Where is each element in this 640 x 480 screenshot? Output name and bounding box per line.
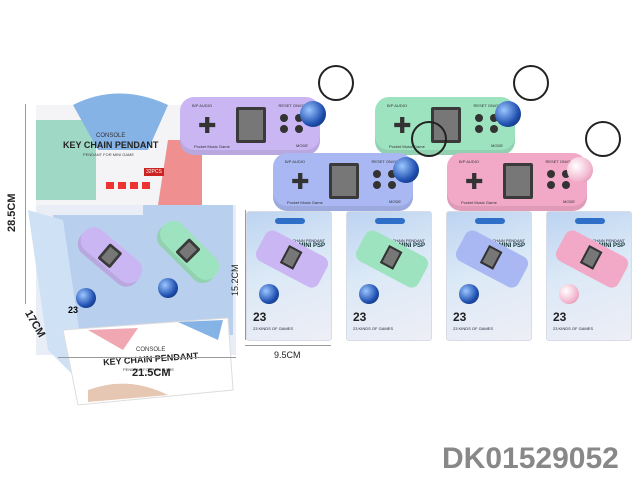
card-title: MINI PSP — [398, 243, 425, 249]
console-bottom-text: Pocket Music Game — [287, 200, 323, 205]
keyring-icon — [411, 121, 447, 157]
card-caption: 23 KINDS OF GAMES — [253, 326, 294, 331]
console-buttons — [373, 170, 399, 189]
console-top-text: B/P AUDIO — [285, 159, 305, 164]
console-keychain: B/P AUDIO ✚ Pocket Music Game RESET ON/O… — [180, 97, 320, 155]
console-side-text: RESET ON/OFF — [278, 103, 308, 108]
card-number: 23 — [453, 310, 467, 324]
card-number: 23 — [253, 310, 267, 324]
hang-tab — [375, 218, 405, 224]
console-keychain: B/P AUDIO ✚ Pocket Music Game RESET ON/O… — [447, 153, 587, 211]
console-mode-text: MODE — [389, 199, 401, 204]
dpad-icon: ✚ — [198, 113, 217, 138]
keychain-ball — [459, 284, 479, 304]
console-mode-text: MODE — [563, 199, 575, 204]
box-front-small: CONSOLE — [136, 347, 166, 353]
card-title: MINI PSP — [498, 243, 525, 249]
console-side-text: RESET ON/OFF — [545, 159, 575, 164]
card-title: MINI PSP — [598, 243, 625, 249]
box-title: KEY CHAIN PENDANT — [63, 140, 159, 150]
box-width-line — [58, 357, 236, 358]
display-box: CONSOLE KEY CHAIN PENDANT PENDANT FOR MI… — [28, 90, 238, 410]
hang-tab — [475, 218, 505, 224]
card-caption: 23 KINDS OF GAMES — [453, 326, 494, 331]
console-mode-text: MODE — [491, 143, 503, 148]
product-code: DK01529052 — [442, 442, 619, 475]
keychain-ball — [567, 157, 593, 183]
console-buttons — [280, 114, 306, 133]
console-bottom-text: Pocket Music Game — [461, 200, 497, 205]
card-number: 23 — [553, 310, 567, 324]
keyring-icon — [585, 121, 621, 157]
keyring-icon — [318, 65, 354, 101]
console-buttons — [547, 170, 573, 189]
box-subtitle: PENDANT FOR MINI GAME — [83, 152, 135, 157]
console-buttons — [475, 114, 501, 133]
card-title: MINI PSP — [298, 243, 325, 249]
console-side-text: RESET ON/OFF — [371, 159, 401, 164]
box-height-line — [25, 104, 26, 304]
dpad-icon: ✚ — [291, 169, 310, 194]
console-top-text: B/P AUDIO — [459, 159, 479, 164]
count-badge: 32PCS — [144, 168, 164, 176]
keychain-ball — [393, 157, 419, 183]
card-console — [453, 227, 531, 291]
box-front-subtitle: PENDANT FOR MINI GAME — [123, 367, 175, 372]
card-header: GAME KEY CHAIN PENDANT — [370, 238, 425, 243]
keyring-icon — [513, 65, 549, 101]
card-header: GAME KEY CHAIN PENDANT — [470, 238, 525, 243]
card-caption: 23 KINDS OF GAMES — [553, 326, 594, 331]
hang-tab — [575, 218, 605, 224]
card-height-line — [245, 210, 246, 340]
console-bottom-text: Pocket Music Game — [194, 144, 230, 149]
keychain-ball — [559, 284, 579, 304]
console-keychain: B/P AUDIO ✚ Pocket Music Game RESET ON/O… — [273, 153, 413, 211]
box-keychain-ball — [76, 288, 96, 308]
box-height-label: 28.5CM — [6, 193, 18, 232]
keychain-ball — [300, 101, 326, 127]
console-screen — [236, 107, 266, 143]
card-width-line — [245, 345, 331, 346]
dpad-icon: ✚ — [393, 113, 412, 138]
keychain-ball — [259, 284, 279, 304]
card-number: 23 — [353, 310, 367, 324]
dpad-icon: ✚ — [465, 169, 484, 194]
card-header: GAME KEY CHAIN PENDANT — [270, 238, 325, 243]
card-console — [553, 227, 631, 291]
console-side-text: RESET ON/OFF — [473, 103, 503, 108]
keychain-ball — [495, 101, 521, 127]
card-header: GAME KEY CHAIN PENDANT — [570, 238, 625, 243]
card-caption: 23 KINDS OF GAMES — [353, 326, 394, 331]
keychain-ball — [359, 284, 379, 304]
hang-tab — [275, 218, 305, 224]
box-card-number: 23 — [68, 305, 79, 315]
box-width-label: 21.5CM — [132, 367, 171, 379]
console-top-text: B/P AUDIO — [387, 103, 407, 108]
console-mode-text: MODE — [296, 143, 308, 148]
console-bottom-text: Pocket Music Game — [389, 144, 425, 149]
card-height-label: 15.2CM — [230, 264, 240, 296]
console-screen — [503, 163, 533, 199]
console-screen — [329, 163, 359, 199]
card-console — [253, 227, 331, 291]
card-width-label: 9.5CM — [274, 350, 301, 360]
box-header-small: CONSOLE — [96, 133, 126, 139]
card-console — [353, 227, 431, 291]
box-keychain-ball — [158, 278, 178, 298]
console-top-text: B/P AUDIO — [192, 103, 212, 108]
